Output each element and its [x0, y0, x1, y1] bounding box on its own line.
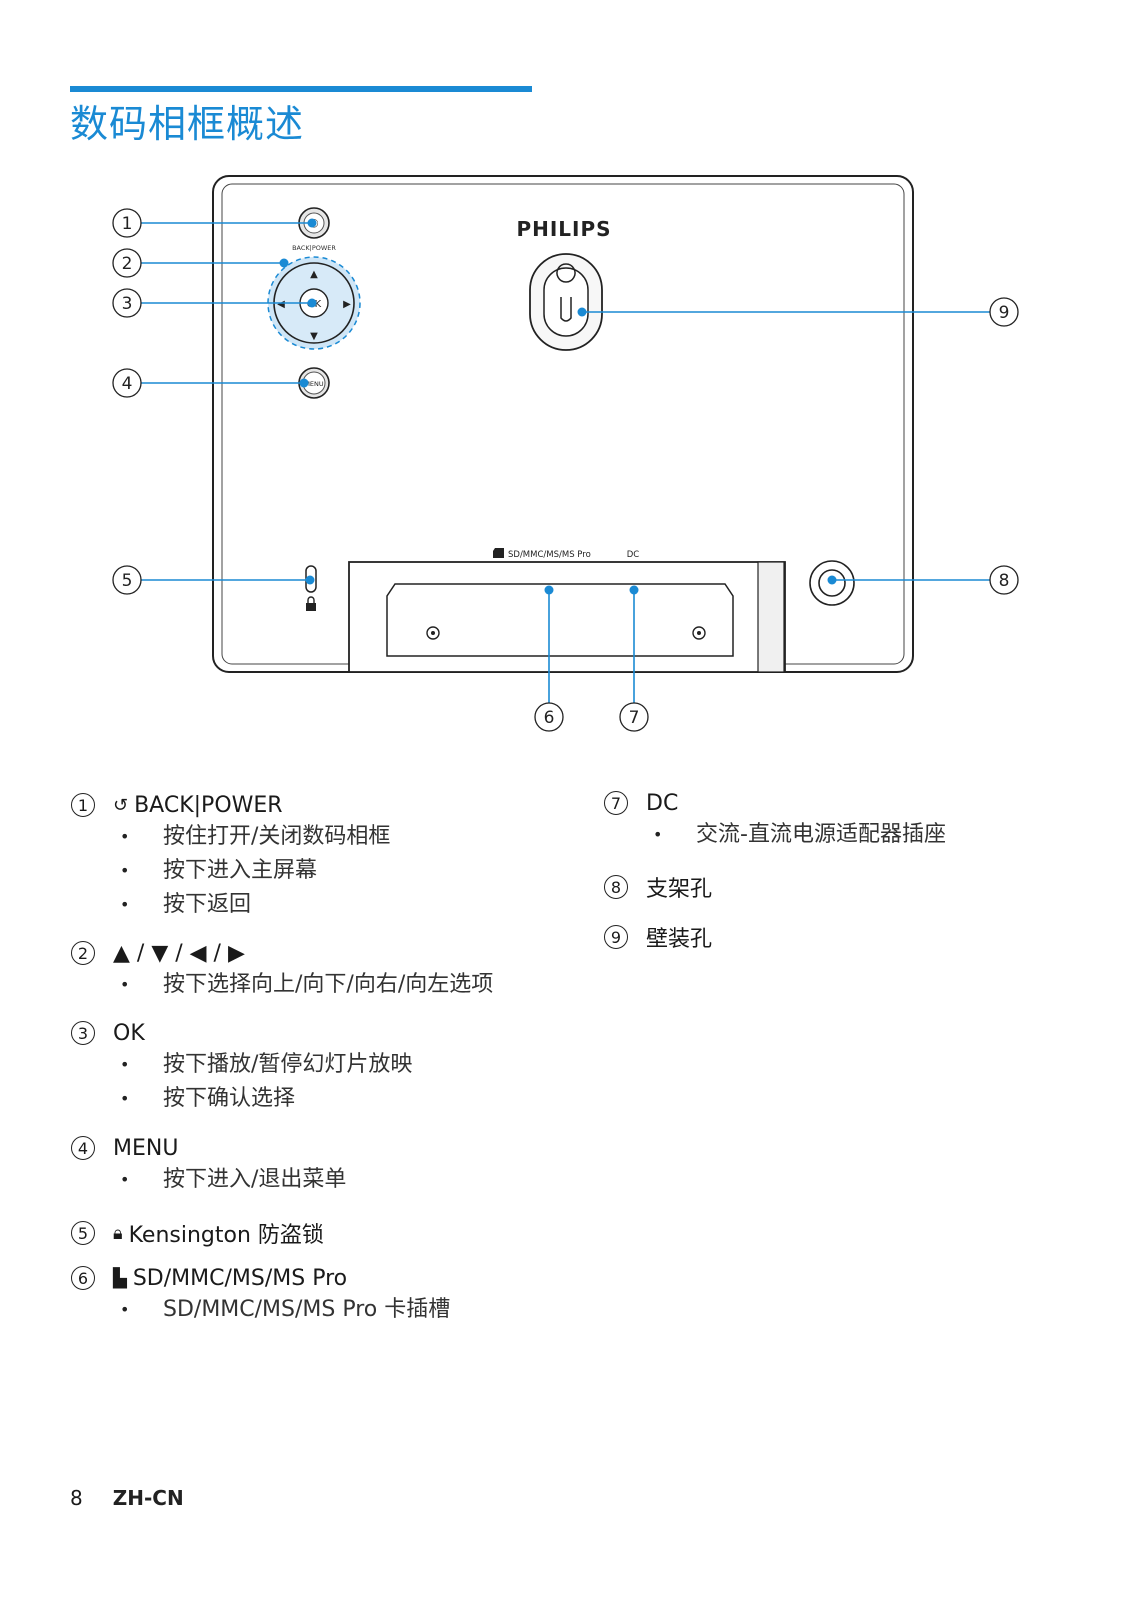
item-number: 2 — [71, 941, 95, 965]
callout-8 — [989, 565, 1019, 595]
callout-5 — [112, 565, 142, 595]
list-item: 按下确认选择 — [71, 1082, 412, 1116]
wall-mount-hole — [543, 267, 589, 337]
callout-1 — [112, 208, 142, 238]
callout-7 — [619, 702, 649, 732]
callout-7-number: 7 — [629, 708, 640, 728]
sd-card-icon — [493, 548, 504, 558]
sd-card-icon: ▙ — [113, 1267, 127, 1289]
list-item: 按住打开/关闭数码相框 — [71, 820, 390, 854]
callout-9-number: 9 — [999, 303, 1010, 323]
item-number: 3 — [71, 1021, 95, 1045]
dpad-right-arrow: ▶ — [343, 299, 351, 310]
dpad-up-arrow: ▲ — [310, 269, 318, 280]
callout-2-number: 2 — [122, 254, 133, 274]
callout-3 — [112, 288, 142, 318]
item-wall-mount: 9 壁装孔 — [604, 922, 712, 952]
stand-cavity-side — [757, 561, 785, 673]
sd-port-label: SD/MMC/MS/MS Pro — [508, 550, 591, 560]
screw-right-center — [697, 631, 701, 635]
callout-6 — [534, 702, 564, 732]
callout-1-number: 1 — [122, 214, 133, 234]
callout-5-number: 5 — [122, 571, 133, 591]
list-item: SD/MMC/MS/MS Pro 卡插槽 — [71, 1293, 450, 1327]
item-ok: 3 OK 按下播放/暂停幻灯片放映 按下确认选择 — [71, 1018, 412, 1116]
list-item: 按下选择向上/向下/向右/向左选项 — [71, 968, 493, 1002]
item-number: 7 — [604, 791, 628, 815]
item-number: 8 — [604, 875, 628, 899]
list-item: 交流-直流电源适配器插座 — [604, 818, 946, 852]
lock-icon: 🔒︎ — [113, 1222, 123, 1244]
item-number: 9 — [604, 925, 628, 949]
item-label: ▲ / ▼ / ◀ / ▶ — [113, 940, 245, 966]
stand-recess — [386, 583, 734, 657]
callout-6-number: 6 — [544, 708, 555, 728]
list-item: 按下返回 — [71, 888, 390, 922]
item-number: 5 — [71, 1221, 95, 1245]
item-label: SD/MMC/MS/MS Pro — [132, 1265, 348, 1291]
callout-9 — [989, 297, 1019, 327]
item-number: 6 — [71, 1266, 95, 1290]
list-item: 按下进入/退出菜单 — [71, 1163, 346, 1197]
page-footer: 8 ZH-CN — [70, 1486, 184, 1510]
item-card-slot: 6 ▙ SD/MMC/MS/MS Pro SD/MMC/MS/MS Pro 卡插… — [71, 1263, 450, 1327]
language-code: ZH-CN — [112, 1486, 184, 1510]
item-label: 支架孔 — [646, 877, 713, 902]
item-kensington: 5 🔒︎ Kensington 防盗锁 — [71, 1218, 324, 1248]
photo-frame-back-diagram: ⎋ BACK|POWER ▲ ▼ ◀ ▶ OK MENU PHILIPS SD/… — [112, 175, 1019, 732]
item-back-power: 1 ↺ BACK|POWER 按住打开/关闭数码相框 按下进入主屏幕 按下返回 — [71, 790, 390, 922]
dpad-down-arrow: ▼ — [310, 331, 318, 342]
callout-2 — [112, 248, 142, 278]
page-title: 数码相框概述 — [70, 102, 305, 146]
list-item: 按下进入主屏幕 — [71, 854, 390, 888]
back-power-label: BACK|POWER — [292, 244, 336, 252]
callout-8-number: 8 — [999, 571, 1010, 591]
item-label: OK — [113, 1020, 145, 1046]
item-navigation: 2 ▲ / ▼ / ◀ / ▶ 按下选择向上/向下/向右/向左选项 — [71, 938, 493, 1002]
item-dc: 7 DC 交流-直流电源适配器插座 — [604, 788, 946, 852]
item-menu: 4 MENU 按下进入/退出菜单 — [71, 1133, 346, 1197]
item-stand-hole: 8 支架孔 — [604, 872, 712, 902]
callout-3-number: 3 — [122, 294, 133, 314]
callout-4 — [112, 368, 142, 398]
screw-left-center — [431, 631, 435, 635]
item-label: MENU — [113, 1135, 179, 1161]
item-label: BACK|POWER — [134, 792, 283, 818]
lock-icon — [306, 596, 316, 611]
keyhole-icon — [556, 263, 576, 322]
menu-label: MENU — [304, 380, 324, 388]
callout-dots — [279, 218, 837, 595]
callout-lines — [141, 222, 990, 703]
title-rule — [70, 86, 532, 92]
item-label: DC — [646, 790, 679, 816]
brand-logo: PHILIPS — [516, 217, 611, 241]
page-number: 8 — [70, 1486, 83, 1510]
item-label: 壁装孔 — [646, 927, 713, 952]
item-label: Kensington 防盗锁 — [128, 1223, 324, 1248]
callout-4-number: 4 — [122, 374, 133, 394]
dc-port-label: DC — [627, 550, 640, 560]
item-number: 4 — [71, 1136, 95, 1160]
callout-numbers: 1 2 3 4 5 6 7 8 9 — [112, 208, 1019, 732]
dpad-left-arrow: ◀ — [277, 299, 285, 310]
list-item: 按下播放/暂停幻灯片放映 — [71, 1048, 412, 1082]
back-power-icon: ↺ — [113, 794, 129, 816]
item-number: 1 — [71, 793, 95, 817]
